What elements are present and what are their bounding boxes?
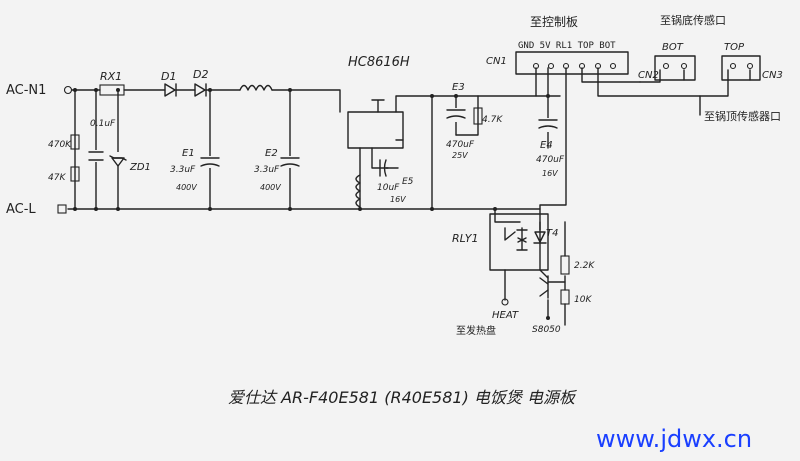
- label-s8050: S8050: [532, 325, 561, 335]
- label-cap-01: 0.1uF: [90, 119, 116, 129]
- label-r47k: 4.7K: [482, 115, 503, 125]
- ac-n1-terminal: [63, 85, 73, 95]
- label-cn2-title: 至锅底传感口: [660, 13, 726, 27]
- cn1-connector: [515, 51, 629, 75]
- label-e1-val2: 400V: [176, 183, 197, 192]
- label-ac-l: AC-L: [6, 202, 36, 217]
- label-e2-val2: 400V: [260, 183, 281, 192]
- label-heat: HEAT: [492, 310, 519, 321]
- c-0-1uf: [88, 150, 104, 162]
- e3-capacitor: [446, 108, 466, 122]
- hc-inductor: [355, 174, 361, 208]
- hc8616h-ic: [347, 99, 404, 149]
- r-4-7k: [473, 107, 483, 125]
- label-rly1: RLY1: [452, 232, 478, 245]
- label-cn1: CN1: [486, 56, 507, 67]
- wires: [67, 67, 701, 326]
- label-e5-val2: 16V: [390, 195, 406, 204]
- label-r22k: 2.2K: [574, 261, 595, 271]
- r-470k-a: [70, 134, 80, 150]
- label-cn2: CN2: [638, 70, 659, 81]
- label-t4: T4: [546, 228, 558, 239]
- label-e3-val2: 25V: [452, 151, 468, 160]
- junction-dots: [73, 88, 497, 211]
- label-zd1: ZD1: [129, 162, 151, 173]
- label-r470k-b: 47K: [48, 173, 66, 183]
- d1-diode: [164, 83, 177, 97]
- cn3-connector: [699, 55, 761, 97]
- label-d2: D2: [193, 68, 208, 81]
- s8050-transistor: [539, 275, 566, 320]
- label-r10k: 10K: [574, 295, 592, 305]
- label-cn1-pins: GND 5V RL1 TOP BOT: [518, 41, 616, 51]
- label-cn1-title: 至控制板: [530, 15, 578, 29]
- footer-title: 爱仕达 AR-F40E581 (R40E581) 电饭煲 电源板: [228, 388, 577, 407]
- label-e3-val1: 470uF: [446, 140, 475, 150]
- e1-capacitor: [200, 156, 220, 168]
- inductor-coil: [239, 84, 273, 91]
- label-cn2-bot: BOT: [662, 42, 684, 53]
- label-e4-val2: 16V: [542, 169, 558, 178]
- label-ac-n1: AC-N1: [6, 83, 46, 98]
- label-cn3-top: TOP: [724, 42, 745, 53]
- label-e3: E3: [452, 82, 465, 93]
- d2-diode: [194, 83, 207, 97]
- label-d1: D1: [161, 70, 176, 83]
- zd1-zener: [109, 152, 127, 167]
- r-10k: [560, 289, 570, 305]
- label-e1-val1: 3.3uF: [170, 165, 196, 175]
- label-e2: E2: [265, 148, 278, 159]
- label-r470k-a: 470K: [48, 140, 72, 150]
- label-e5-val1: 10uF: [377, 183, 400, 193]
- r-470k-b: [70, 166, 80, 182]
- label-cn3: CN3: [762, 70, 783, 81]
- watermark-url: www.jdwx.cn: [596, 425, 752, 453]
- e4-capacitor: [538, 94, 558, 132]
- rx1-resistor: [99, 84, 125, 96]
- label-e4: E4: [540, 140, 553, 151]
- label-heat-cn: 至发热盘: [456, 324, 496, 337]
- label-e4-val1: 470uF: [536, 155, 565, 165]
- e5-capacitor: [379, 159, 399, 177]
- r-2-2k: [560, 255, 570, 275]
- label-e1: E1: [182, 148, 195, 159]
- t4-diode: [533, 231, 547, 244]
- label-cn3-title: 至锅顶传感器口: [704, 110, 781, 123]
- label-e5: E5: [402, 177, 414, 187]
- e2-capacitor: [280, 156, 300, 168]
- rly1-relay: [489, 213, 549, 306]
- cn2-connector: [639, 55, 696, 83]
- label-rx1: RX1: [100, 70, 122, 83]
- ac-l-terminal: [57, 204, 67, 214]
- label-e2-val1: 3.3uF: [254, 165, 280, 175]
- label-hc8616h: HC8616H: [348, 55, 410, 70]
